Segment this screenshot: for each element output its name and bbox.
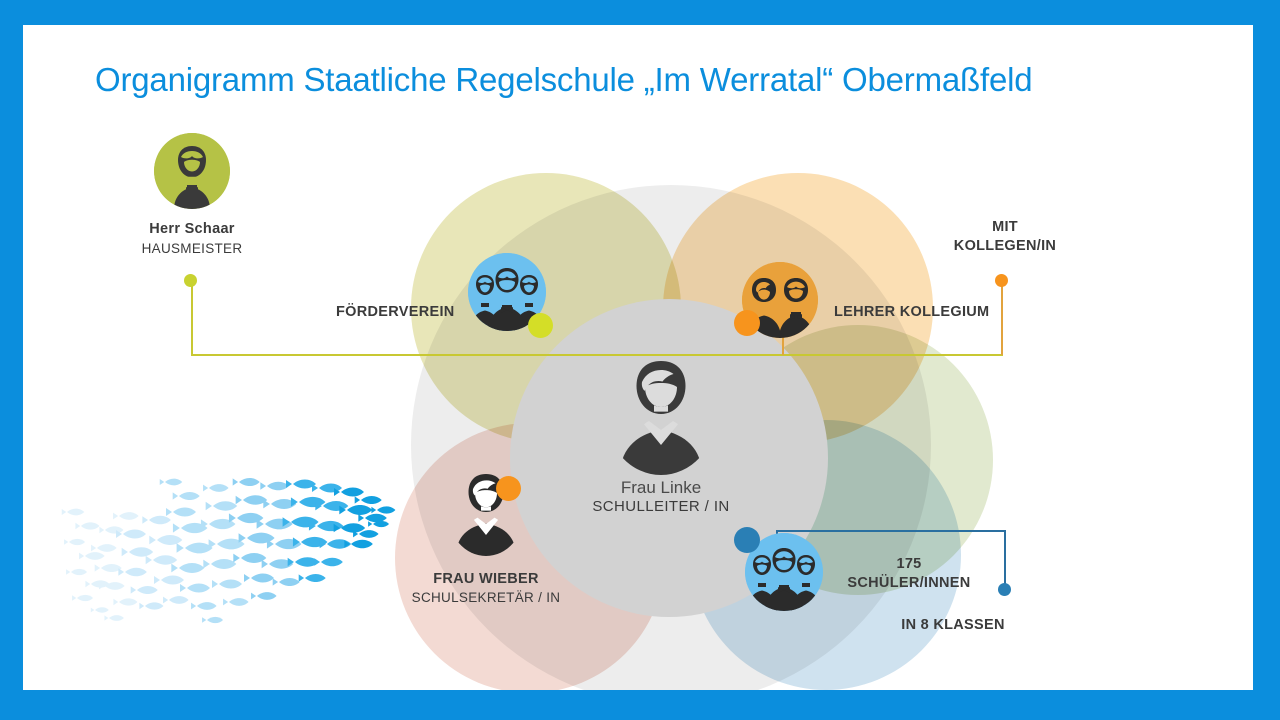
woman-avatar-icon [456,474,516,556]
schueler-classes: IN 8 KLASSEN [901,617,1005,633]
connector-lehrer-vertical-right [1001,281,1003,355]
schulleiter-role: SCHULLEITER / IN [592,498,730,515]
dot-schueler [734,527,760,553]
dot-foerderverein [528,313,553,338]
connector-dot-schueler [998,583,1011,596]
hausmeister-name: Herr Schaar [149,221,235,237]
lehrer-sub-line2: KOLLEGEN/IN [953,238,1057,254]
connector-lehrer-vertical-left [782,325,784,355]
dot-schulsekretaerin [496,476,521,501]
connector-schueler-vertical-right [1004,530,1006,588]
page-title: Organigramm Staatliche Regelschule „Im W… [95,61,1033,98]
connector-schueler-horizontal [776,530,1005,532]
fish-school-decoration [61,460,401,640]
woman-avatar-icon [620,361,702,475]
avatar-hausmeister[interactable] [154,133,230,209]
group-three-avatar-icon [468,253,546,331]
avatar-schueler[interactable] [745,533,823,611]
slide-canvas: Organigramm Staatliche Regelschule „Im W… [23,25,1253,690]
man-bowtie-avatar-icon [154,133,230,209]
schulsekretaerin-name: FRAU WIEBER [433,571,539,587]
connector-hausmeister-vertical [191,281,193,355]
schueler-label: SCHÜLER/INNEN [847,575,971,591]
avatar-lehrer-kollegium[interactable] [742,262,818,338]
lehrer-sub-line1: MIT [992,219,1018,235]
fish-school-icon [61,477,396,624]
connector-hausmeister-horizontal [191,354,1003,356]
avatar-schulsekretaerin[interactable] [448,470,524,556]
foerderverein-label: FÖRDERVEREIN [336,304,455,320]
schueler-count: 175 [896,556,922,572]
connector-dot-lehrer [995,274,1008,287]
schulleiter-name: Frau Linke [620,478,702,497]
hausmeister-role: HAUSMEISTER [141,241,243,256]
schulsekretaerin-role: SCHULSEKRETÄR / IN [411,590,561,605]
connector-dot-hausmeister [184,274,197,287]
avatar-schulleiter[interactable] [606,355,716,475]
lehrer-kollegium-label: LEHRER KOLLEGIUM [834,304,990,320]
dot-lehrer-kollegium [734,310,760,336]
